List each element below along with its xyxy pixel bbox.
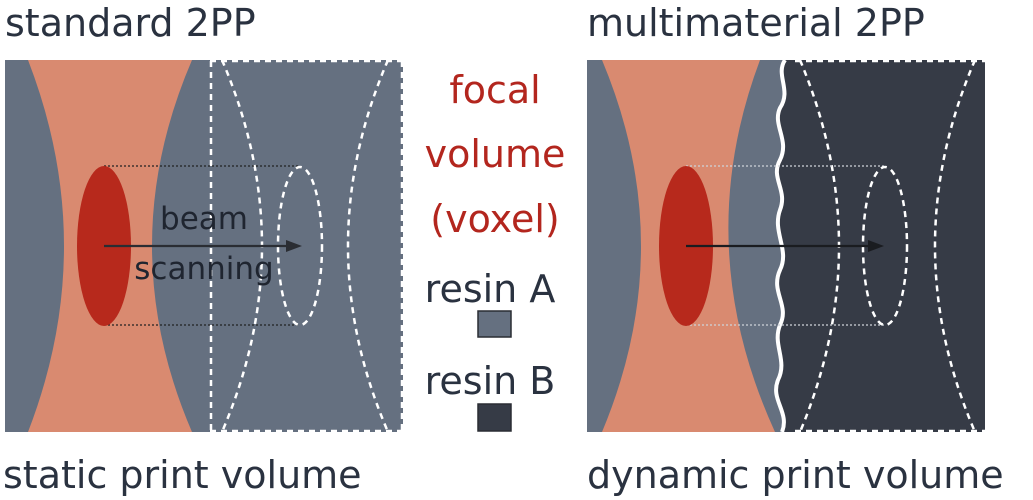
left-panel-title: standard 2PP: [5, 1, 256, 45]
right-panel: [587, 60, 985, 432]
legend-focal-line2: volume: [425, 132, 566, 176]
right-panel-caption: dynamic print volume: [587, 453, 1004, 497]
legend-resin-b-label: resin B: [425, 359, 556, 403]
legend-resin-a-label: resin A: [425, 267, 556, 311]
beam-scanning-label-line1: beam: [160, 201, 248, 237]
legend-resin-a-swatch: [477, 310, 512, 338]
left-panel: [5, 60, 403, 432]
left-target-voxel: [276, 165, 324, 327]
beam-scanning-label-line2: scanning: [134, 251, 273, 287]
legend-focal-line3: (voxel): [430, 197, 559, 241]
right-material-interface: [774, 60, 787, 432]
legend-resin-b-swatch: [477, 403, 512, 432]
right-panel-title: multimaterial 2PP: [587, 1, 925, 45]
left-scan-arrowhead: [286, 240, 302, 252]
legend-focal-line1: focal: [449, 68, 540, 112]
right-target-voxel: [861, 165, 909, 327]
left-panel-caption: static print volume: [3, 453, 362, 497]
right-scan-arrowhead: [868, 240, 884, 252]
